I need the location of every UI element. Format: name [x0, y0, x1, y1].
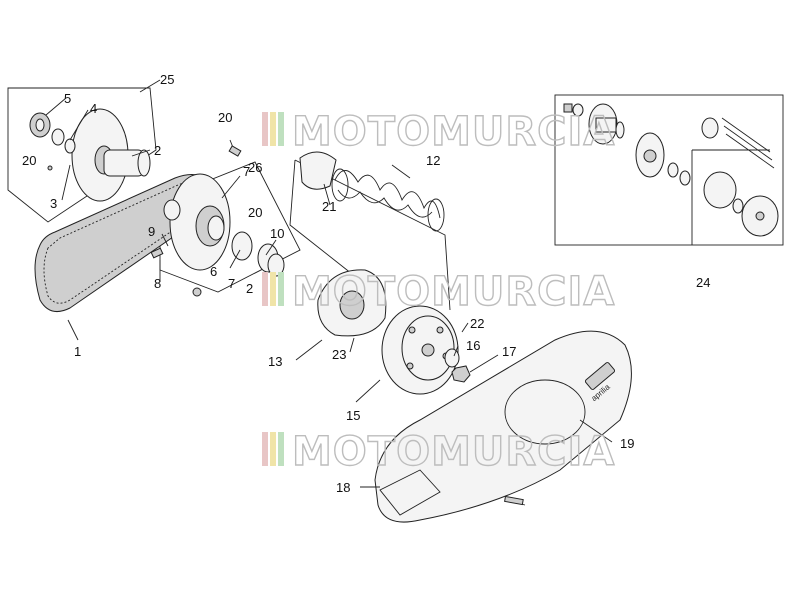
transmission-cover: aprilia	[374, 330, 632, 523]
group-box-26	[159, 161, 301, 293]
needle-bearing	[29, 112, 51, 138]
watermark-top: MOTOMURCIA	[262, 108, 615, 156]
group-box-24	[554, 94, 784, 246]
front-pulley-fixed-half	[71, 108, 151, 202]
leader-lines	[45, 79, 613, 488]
watermark-stripe-green	[278, 112, 284, 146]
callout-2: 2	[154, 143, 161, 158]
callout-22: 22	[470, 316, 484, 331]
nut-and-washer	[444, 348, 471, 383]
callout-16: 16	[466, 338, 480, 353]
callout-12: 12	[426, 153, 440, 168]
watermark-stripe-red	[262, 272, 268, 306]
callout-2: 2	[246, 281, 253, 296]
callout-21: 21	[322, 199, 336, 214]
callout-7: 7	[228, 276, 235, 291]
callout-17: 17	[502, 344, 516, 359]
watermark-text: MOTOMURCIA	[292, 429, 615, 475]
callout-20: 20	[248, 205, 262, 220]
callout-7: 7	[243, 164, 250, 179]
detail-24-parts	[563, 103, 779, 245]
callout-5: 5	[64, 91, 71, 106]
spring-cap	[299, 151, 337, 190]
callout-13: 13	[268, 354, 282, 369]
watermark-middle: MOTOMURCIA	[262, 268, 615, 316]
callout-4: 4	[90, 101, 97, 116]
grease-drop	[47, 165, 53, 171]
callout-15: 15	[346, 408, 360, 423]
watermark-stripe-red	[262, 432, 268, 466]
watermark-stripe-yellow	[270, 272, 276, 306]
callout-19: 19	[620, 436, 634, 451]
callout-3: 3	[50, 196, 57, 211]
callout-labels: 1 2 2 3 4 5 6 7 7 8 9 10 12 13 15 16 17 …	[22, 72, 710, 495]
callout-9: 9	[148, 224, 155, 239]
group-outline-clutch	[294, 159, 451, 311]
clutch-bell	[381, 305, 459, 395]
callout-25: 25	[160, 72, 174, 87]
watermark-stripe-yellow	[270, 112, 276, 146]
spacer-ring	[51, 128, 76, 154]
movable-pulley	[150, 139, 285, 297]
callout-18: 18	[336, 480, 350, 495]
callout-1: 1	[74, 344, 81, 359]
clutch-shoe-assembly	[317, 269, 387, 337]
callout-23: 23	[332, 347, 346, 362]
callout-6: 6	[210, 264, 217, 279]
clutch-spring	[331, 168, 445, 232]
callout-8: 8	[154, 276, 161, 291]
callout-20: 20	[22, 153, 36, 168]
watermark-stripe-green	[278, 272, 284, 306]
callout-20: 20	[218, 110, 232, 125]
watermark-bottom: MOTOMURCIA	[262, 428, 615, 476]
callout-26: 26	[248, 160, 262, 175]
watermark-stripe-red	[262, 112, 268, 146]
callout-10: 10	[270, 226, 284, 241]
watermark-text: MOTOMURCIA	[292, 269, 615, 315]
callout-24: 24	[696, 275, 710, 290]
watermark-text: MOTOMURCIA	[292, 109, 615, 155]
watermark-stripe-green	[278, 432, 284, 466]
watermark-stripe-yellow	[270, 432, 276, 466]
